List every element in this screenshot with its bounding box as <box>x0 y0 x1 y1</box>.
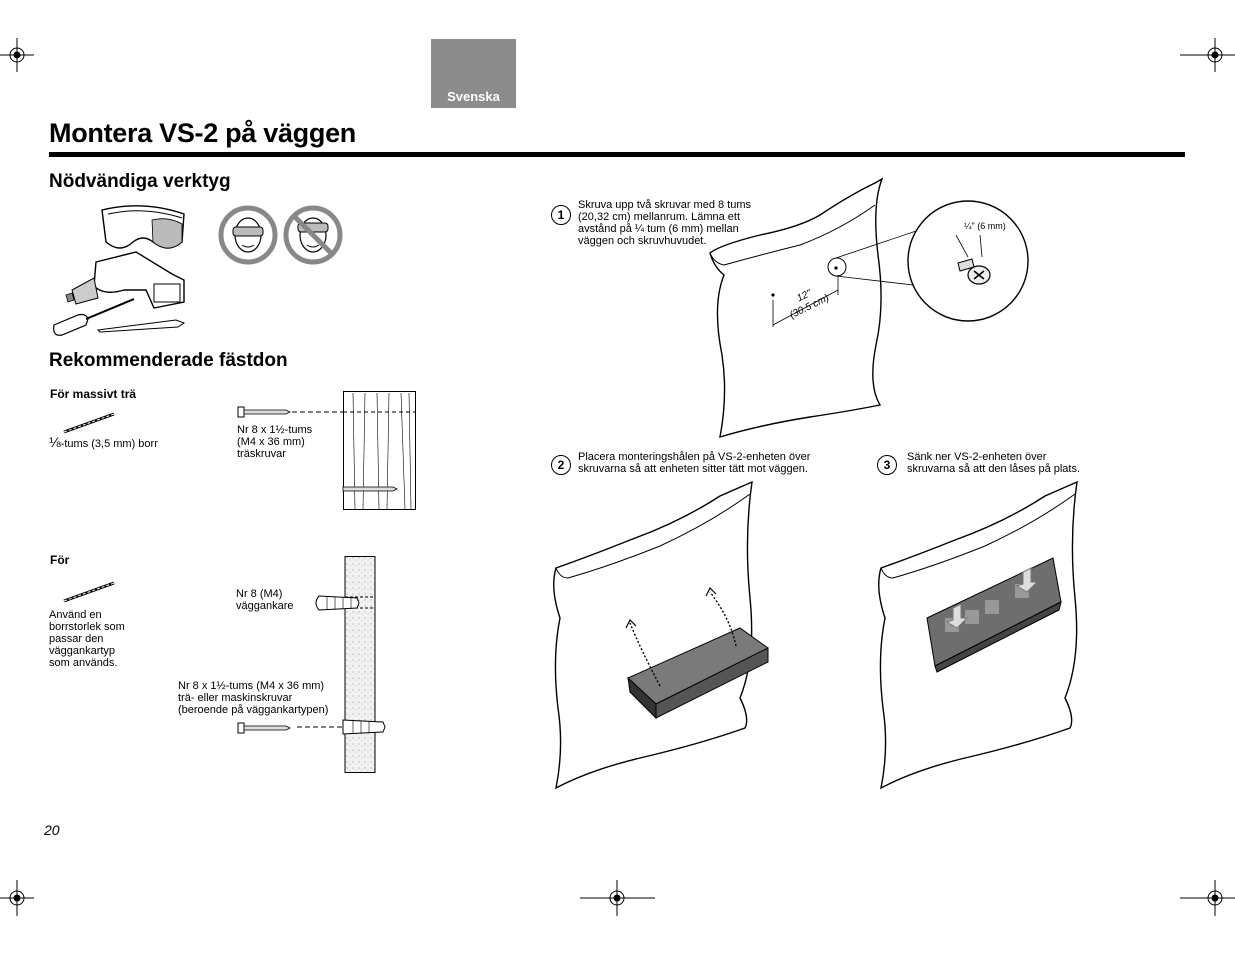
step-1-text: Skruva upp två skruvar med 8 tums (20,32… <box>578 199 751 247</box>
drill-bit-2-icon <box>63 581 115 603</box>
gap-label: ¼" (6 mm) <box>964 221 1006 231</box>
drill-size-line-2: borrstorlek som <box>49 621 125 633</box>
anchor-line-1: Nr 8 (M4) <box>236 588 283 600</box>
anchor-label: Nr 8 (M4) väggankare <box>236 588 294 612</box>
wood-screw-line-1: Nr 8 x 1½-tums <box>237 424 313 436</box>
wood-screw-label: Nr 8 x 1½-tums (M4 x 36 mm) träskruvar <box>237 424 312 460</box>
language-tab: Svenska <box>431 39 516 108</box>
other-label: För <box>50 553 70 567</box>
tools-heading: Nödvändiga verktyg <box>49 171 231 192</box>
step-3-text: Sänk ner VS-2-enheten över skruvarna så … <box>907 451 1080 475</box>
wear-goggles-icon <box>218 205 278 265</box>
step-1-line-1: Skruva upp två skruvar med 8 tums <box>578 199 752 211</box>
step-1-line-4: väggen och skruvhuvudet. <box>578 235 707 247</box>
title-divider <box>49 152 1185 157</box>
wood-block-icon <box>342 391 416 510</box>
machine-screw-line-3: (beroende på väggankartypen) <box>178 704 329 716</box>
machine-screw-line-1: Nr 8 x 1½-tums (M4 x 36 mm) <box>178 680 325 692</box>
step-3-wall-illustration <box>878 480 1078 790</box>
drill-icon <box>65 251 185 309</box>
step-2-number: 2 <box>551 455 571 475</box>
page-number: 20 <box>44 822 60 838</box>
drill-size-line-5: som används. <box>49 657 118 669</box>
drill-bit-icon <box>63 412 115 434</box>
step-2-line-2: skruvarna så att enheten sitter tätt mot… <box>578 463 808 475</box>
drill-note-text: -tums (3,5 mm) borr <box>60 438 158 450</box>
fasteners-heading: Rekommenderade fästdon <box>49 350 288 371</box>
step-1-number: 1 <box>551 205 571 225</box>
pencil-icon <box>96 319 186 333</box>
no-goggles-icon <box>283 205 343 265</box>
step-2-text: Placera monteringshålen på VS-2-enheten … <box>578 451 810 475</box>
wood-screw-line-3: träskruvar <box>237 448 286 460</box>
step-2-wall-illustration <box>553 480 769 790</box>
drill-size-line-4: väggankartyp <box>49 645 116 657</box>
step-1-wall-illustration <box>709 177 931 439</box>
safety-goggles-icon <box>101 205 185 249</box>
wood-screw-icon <box>237 406 344 418</box>
language-tab-label: Svenska <box>447 89 500 104</box>
drill-size-line-3: passar den <box>49 633 104 645</box>
drill-note: ⅛-tums (3,5 mm) borr <box>49 434 158 450</box>
drill-note-fraction: ⅛ <box>49 434 61 450</box>
step-3-line-2: skruvarna så att den låses på plats. <box>907 463 1081 475</box>
step-2-line-1: Placera monteringshålen på VS-2-enheten … <box>578 451 811 463</box>
anchor-line-2: väggankare <box>236 600 294 612</box>
drill-size-note: Använd en borrstorlek som passar den väg… <box>49 609 125 669</box>
machine-screw-line-2: trä- eller maskinskruvar <box>178 692 293 704</box>
page-title: Montera VS-2 på väggen <box>49 118 356 148</box>
step-1-line-2: (20,32 cm) mellanrum. Lämna ett <box>578 211 741 223</box>
machine-screw-label: Nr 8 x 1½-tums (M4 x 36 mm) trä- eller m… <box>178 680 328 716</box>
machine-screw-icon <box>237 722 291 734</box>
step-3-line-1: Sänk ner VS-2-enheten över <box>907 451 1047 463</box>
screwdriver-icon <box>53 298 135 336</box>
wood-screw-line-2: (M4 x 36 mm) <box>237 436 305 448</box>
step-3-number: 3 <box>877 455 897 475</box>
screw-detail-magnifier <box>907 200 1029 322</box>
wall-anchor-block-icon <box>297 556 386 773</box>
drill-size-line-1: Använd en <box>49 609 102 621</box>
step-1-line-3: avstånd på ¼ tum (6 mm) mellan <box>578 223 739 235</box>
solid-wood-label: För massivt trä <box>50 387 137 401</box>
